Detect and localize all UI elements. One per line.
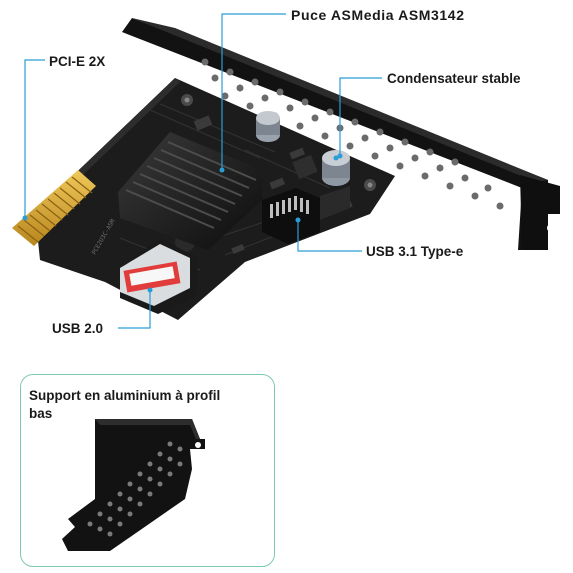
bracket-screw-hole xyxy=(547,224,555,232)
callout-capacitor: Condensateur stable xyxy=(387,71,521,86)
heatsink xyxy=(118,132,262,250)
low-profile-bracket xyxy=(62,419,205,551)
usb20-port xyxy=(120,238,198,314)
leader-usb31 xyxy=(297,220,362,252)
leader-capacitor xyxy=(339,77,382,156)
callout-pcie: PCI-E 2X xyxy=(49,54,106,69)
leader-pcie xyxy=(24,59,45,218)
callout-chip: Puce ASMedia ASM3142 xyxy=(291,7,465,23)
callout-usb31: USB 3.1 Type-e xyxy=(366,244,464,259)
inset-title: Support en aluminium à profil bas xyxy=(29,388,221,421)
bracket-vent-holes xyxy=(201,58,504,210)
capacitors xyxy=(256,111,350,186)
usb31-type-e-connector xyxy=(262,186,350,244)
low-profile-bracket-inset: Support en aluminium à profil bas xyxy=(20,374,275,567)
callout-usb20: USB 2.0 xyxy=(52,321,104,336)
pcie-gold-fingers xyxy=(12,170,96,246)
leader-usb20 xyxy=(118,290,151,329)
leader-chip xyxy=(221,13,286,170)
